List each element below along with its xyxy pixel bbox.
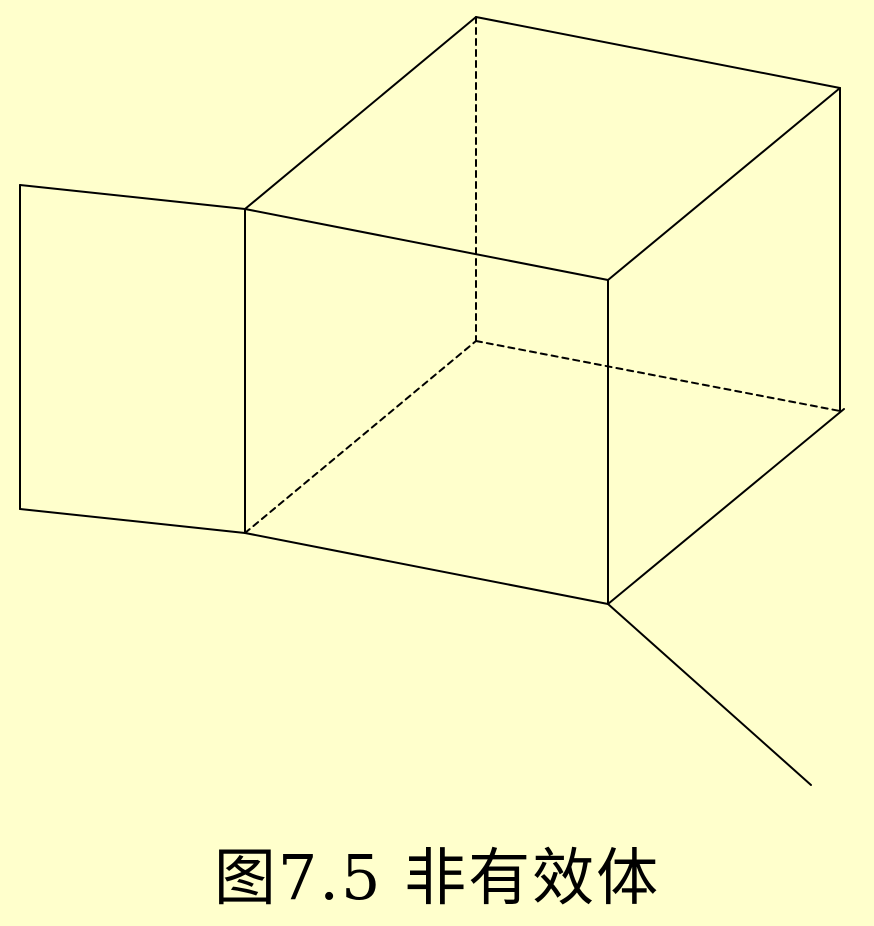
left-face-bottom-edge <box>19 508 246 534</box>
cube-top-left-edge <box>244 16 477 210</box>
hidden-bottom-left-edge <box>244 340 477 534</box>
cube-top-back-edge <box>475 16 841 89</box>
cube-bottom-right-edge <box>607 408 845 605</box>
hidden-bottom-back-edge <box>475 340 841 412</box>
cube-front-bottom-edge <box>244 532 609 605</box>
extension-line <box>607 603 812 786</box>
figure-caption: 图7.5 非有效体 <box>213 841 661 914</box>
cube-front-top-edge <box>244 208 609 281</box>
cube-top-right-edge <box>607 87 841 281</box>
left-face-top-edge <box>19 184 246 210</box>
